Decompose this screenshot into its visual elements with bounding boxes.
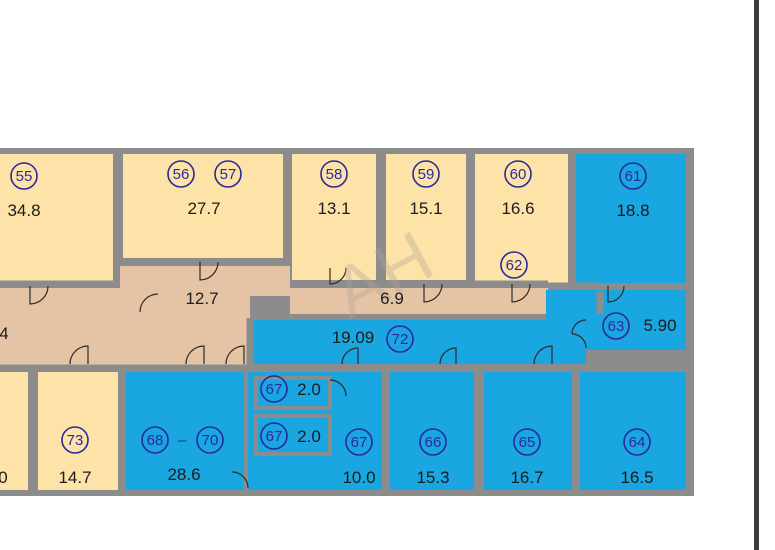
room-67-closet-a[interactable] — [254, 376, 332, 410]
corridor-a-area: 12.7 — [185, 289, 218, 308]
room-59-number: 59 — [418, 166, 435, 183]
room-67c-number: 67 — [351, 434, 368, 451]
room-65[interactable] — [484, 372, 572, 490]
room-59[interactable] — [386, 154, 466, 280]
room-63-area: 5.90 — [643, 316, 676, 335]
room-68-70-dash: – — [178, 432, 187, 449]
room-66-area: 15.3 — [416, 468, 449, 487]
room-56-57[interactable] — [123, 154, 283, 258]
room-68-area: 28.6 — [167, 465, 200, 484]
room-65-number: 65 — [519, 434, 536, 451]
room-number-markers — [10, 160, 651, 456]
room-60[interactable] — [475, 154, 568, 284]
room-58-number: 58 — [326, 166, 343, 183]
corridor-6-9[interactable] — [290, 288, 548, 314]
room-58[interactable] — [292, 154, 376, 280]
room-65-area: 16.7 — [510, 468, 543, 487]
room-61-area: 18.8 — [616, 201, 649, 220]
page-edge — [755, 0, 775, 550]
room-73[interactable] — [38, 372, 118, 490]
room-66[interactable] — [390, 372, 474, 490]
room-63-number: 63 — [608, 318, 625, 335]
room-59-area: 15.1 — [409, 199, 442, 218]
corridor-b-area: 6.9 — [380, 289, 404, 308]
room-60-number: 60 — [510, 166, 527, 183]
room-57-number: 57 — [220, 166, 237, 183]
corridor-left[interactable] — [0, 296, 46, 366]
room-67c-area: 10.0 — [342, 468, 375, 487]
room-67a-number: 67 — [266, 381, 283, 398]
room-61[interactable] — [576, 154, 686, 283]
room-72[interactable] — [250, 320, 550, 364]
page-edge-line — [754, 0, 759, 550]
room-64-area: 16.5 — [620, 468, 653, 487]
room-70-number: 70 — [202, 432, 219, 449]
room-61-number: 61 — [625, 168, 642, 185]
room-67a-area: 2.0 — [297, 380, 321, 399]
room-73-area: 14.7 — [58, 468, 91, 487]
corridor-left-area: 4 — [0, 324, 9, 343]
room-56-number: 56 — [173, 166, 190, 183]
room-72-area: 19.09 — [332, 328, 375, 347]
room-60-area: 16.6 — [501, 199, 534, 218]
corridor-upper — [120, 266, 290, 296]
room-67b-area: 2.0 — [297, 427, 321, 446]
interior-walls — [0, 258, 686, 372]
room-68-number: 68 — [147, 432, 164, 449]
room-73-number: 73 — [67, 432, 84, 449]
room-left-edge[interactable] — [0, 372, 28, 490]
room-55[interactable] — [0, 154, 113, 281]
room-58-area: 13.1 — [317, 199, 350, 218]
room-55-number: 55 — [16, 168, 33, 185]
left-edge-area: 0 — [0, 468, 8, 487]
door-swings — [29, 261, 625, 489]
room-64[interactable] — [580, 372, 686, 490]
room-72-number: 72 — [392, 331, 409, 348]
room-66-number: 66 — [425, 434, 442, 451]
room-64-number: 64 — [629, 434, 646, 451]
room-55-area: 34.8 — [7, 201, 40, 220]
room-56-area: 27.7 — [187, 199, 220, 218]
room-67b-number: 67 — [266, 428, 283, 445]
room-62-number: 62 — [506, 257, 523, 274]
